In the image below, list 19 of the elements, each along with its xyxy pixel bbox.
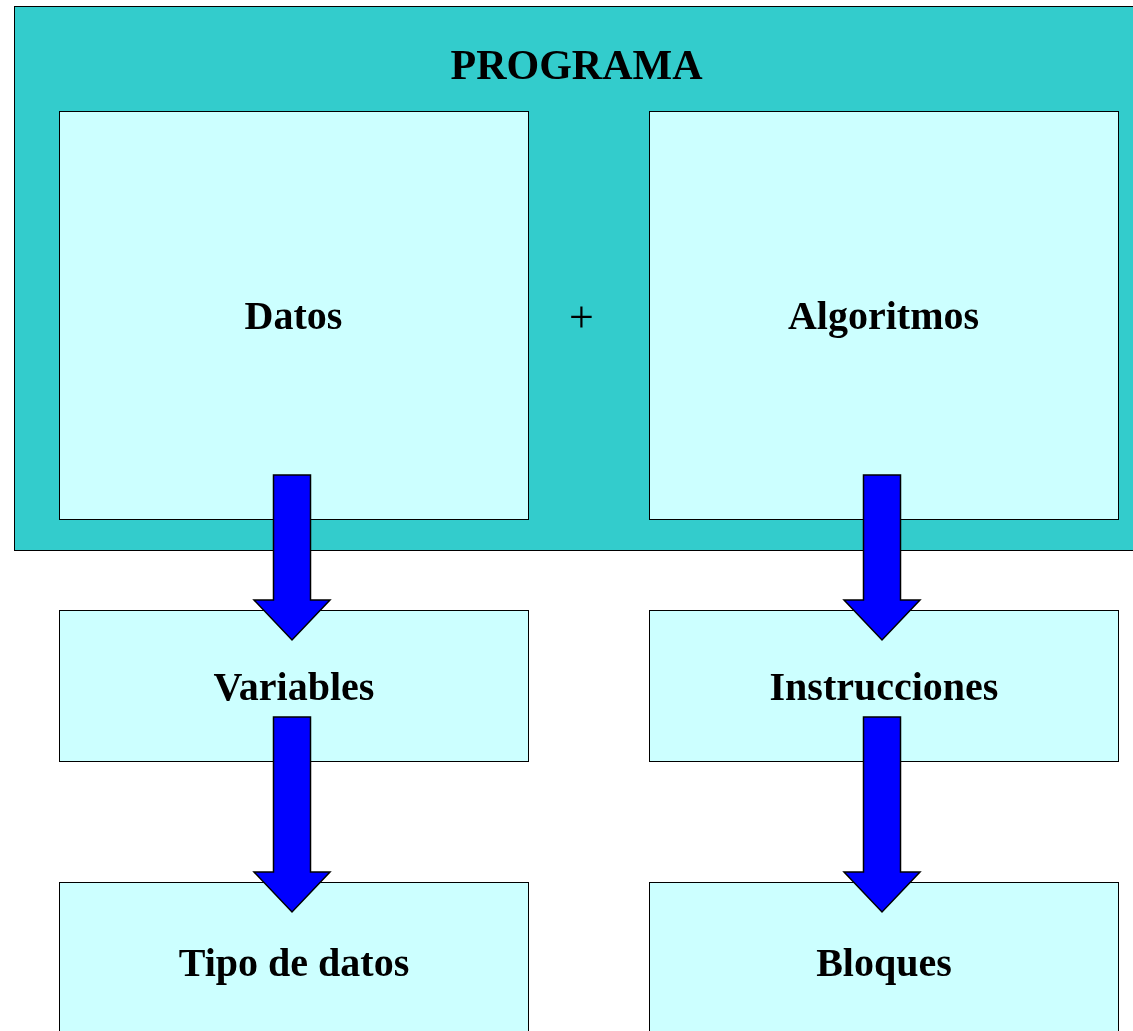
plus-sign: + <box>569 292 594 343</box>
box-label: Bloques <box>816 938 952 986</box>
box-label: Instrucciones <box>769 662 999 710</box>
process-box <box>58 110 529 520</box>
process-box <box>59 610 529 762</box>
process-box <box>649 882 1119 1031</box>
block-arrow <box>842 716 922 914</box>
heading: PROGRAMA <box>450 41 703 89</box>
box-label: Algoritmos <box>787 291 980 339</box>
block-arrow <box>252 716 332 914</box>
process-box <box>59 882 529 1031</box>
container-box <box>14 6 1133 551</box>
box-label: Tipo de datos <box>178 938 410 986</box>
block-arrow <box>842 474 922 642</box>
block-arrow <box>252 474 332 642</box>
box-label: Variables <box>213 662 375 710</box>
process-box <box>649 610 1119 762</box>
box-label: Datos <box>244 291 343 339</box>
process-box <box>648 110 1119 520</box>
